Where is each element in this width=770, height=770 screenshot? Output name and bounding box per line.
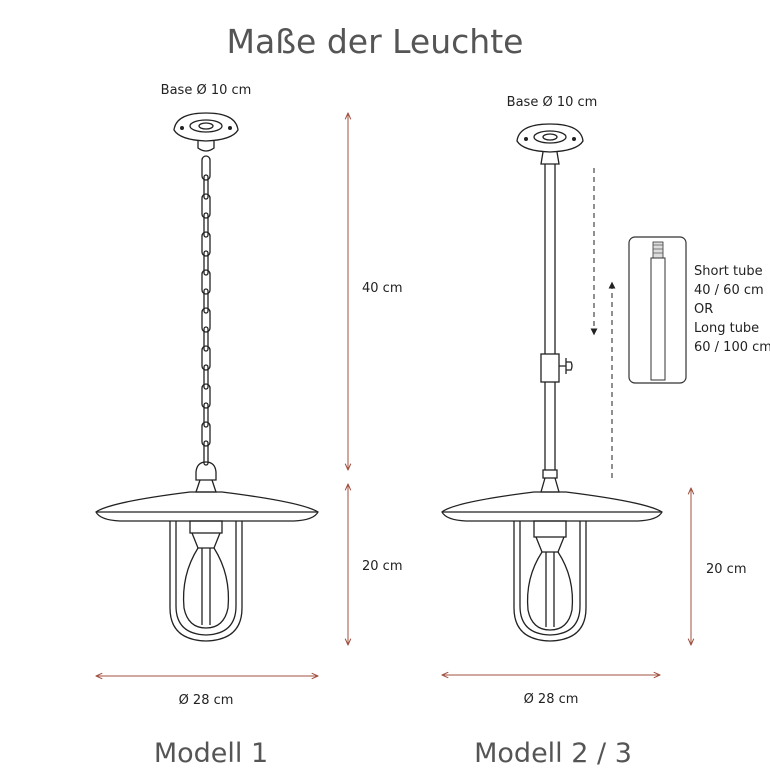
tube-option-3: OR [694,302,713,317]
chain-link [203,364,209,390]
model1-drawing: Base Ø 10 cm [95,83,319,642]
model2-rod [540,164,573,479]
chain-link [203,212,209,238]
tube-option-4: Long tube [694,321,759,336]
model1-width-label: Ø 28 cm [179,693,234,708]
model2-label: Modell 2 / 3 [474,738,632,769]
model1-glass [169,520,243,642]
chain-link [201,421,211,447]
model1-label: Modell 1 [154,738,268,769]
chain-link [201,307,211,333]
model2-glass [513,520,587,642]
tube-option-5: 60 / 100 cm [694,340,770,355]
chain-link [203,440,209,466]
chain-link [201,269,211,295]
model2-width-label: Ø 28 cm [524,692,579,707]
chain-link [201,193,211,219]
chain-link [201,231,211,257]
model2-base-label: Base Ø 10 cm [507,95,598,110]
model2-height-lower-label: 20 cm [706,562,747,577]
model1-base-label: Base Ø 10 cm [161,83,252,98]
chain-link [203,402,209,428]
tube-option-1: Short tube [694,264,763,279]
page-title: Maße der Leuchte [227,22,524,61]
model1-ceiling-base [173,112,239,152]
model1-chain [201,155,211,466]
chain-link [201,383,211,409]
chain-link [201,345,211,371]
model2-ceiling-base [516,123,584,165]
model1-height-upper-label: 40 cm [362,281,403,296]
model2-shade [441,477,663,522]
chain-link [203,326,209,352]
model2-drawing: Base Ø 10 cm [441,95,770,642]
chain-link [203,288,209,314]
tube-option-2: 40 / 60 cm [694,283,764,298]
chain-link [203,174,209,200]
model2-tube-box [628,236,687,384]
chain-link [201,155,211,181]
model1-height-lower-label: 20 cm [362,559,403,574]
model1-shade [95,461,319,522]
chain-link [203,250,209,276]
